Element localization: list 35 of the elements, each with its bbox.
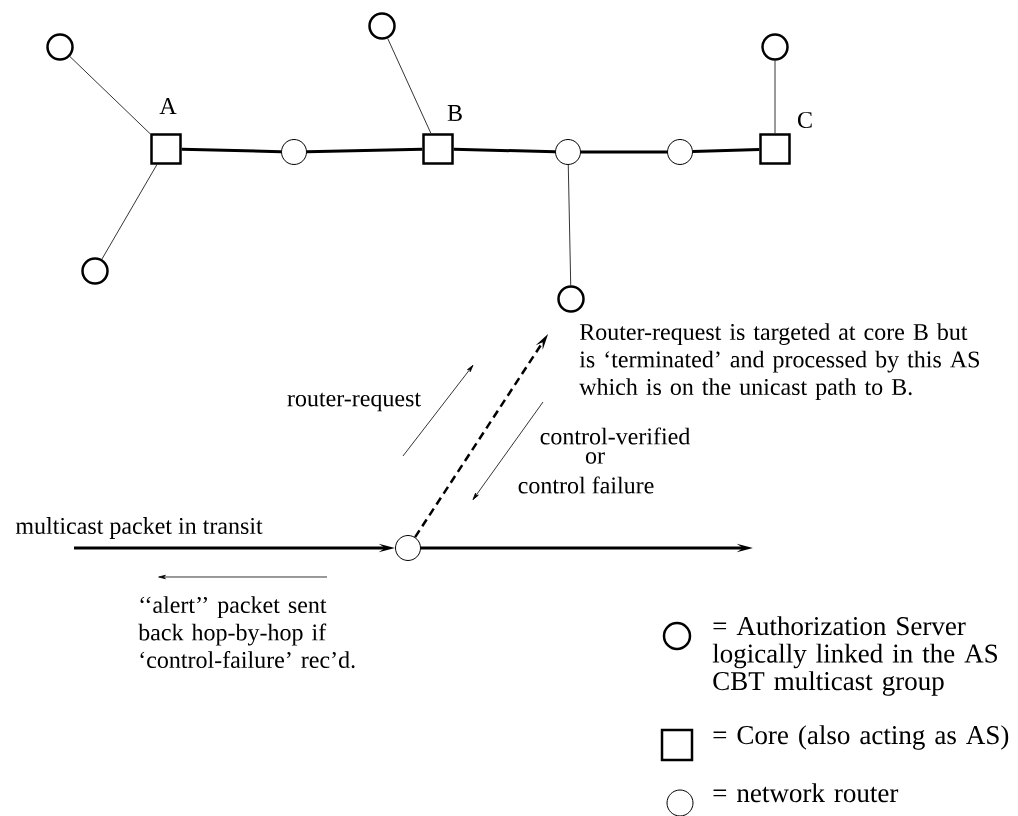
- router-circle: [667, 139, 693, 165]
- link-line: [181, 147, 282, 154]
- node-label: C: [797, 111, 812, 129]
- annotation-text: ‘‘alert’’ packet sent back hop-by-hop if ‘control-failure’ rec’d.: [138, 596, 355, 669]
- router-circle: [395, 535, 421, 561]
- link-line: [774, 60, 776, 134]
- link-line: [692, 148, 760, 154]
- link-line: [387, 38, 432, 134]
- annotation-text: Router-request is targeted at core B but is ‘terminated’ and processed by this AS which is on the unicast path to B.: [579, 323, 979, 400]
- server-circle: [761, 33, 789, 61]
- legend-text: = network router: [713, 783, 899, 803]
- link-line: [567, 164, 572, 286]
- annotation-text: control-verified: [540, 427, 691, 445]
- node-label: A: [159, 98, 177, 114]
- legend-text: = Authorization Server logically linked in the AS CBT multicast group: [712, 616, 998, 696]
- edge-label: multicast packet in transit: [14, 516, 264, 540]
- link-line: [453, 147, 556, 154]
- link-line: [306, 147, 423, 154]
- node-label: B: [447, 105, 462, 121]
- link-line: [101, 164, 158, 260]
- legend-text: = Core (also acting as AS): [713, 725, 1009, 750]
- server-circle: [46, 33, 74, 61]
- annotation-text: router-request: [287, 392, 421, 412]
- annotation-text: control failure: [518, 476, 654, 494]
- core-square: B: [422, 105, 462, 165]
- server-circle: [368, 12, 396, 40]
- router-circle: [281, 139, 307, 165]
- core-square: A: [150, 98, 182, 165]
- server-circle: [81, 257, 109, 285]
- router-circle: [555, 139, 581, 165]
- server-circle: [557, 285, 585, 313]
- core-square: C: [759, 111, 812, 165]
- link-line: [69, 56, 151, 135]
- link-line: [581, 150, 667, 154]
- annotation-text: or: [585, 452, 605, 464]
